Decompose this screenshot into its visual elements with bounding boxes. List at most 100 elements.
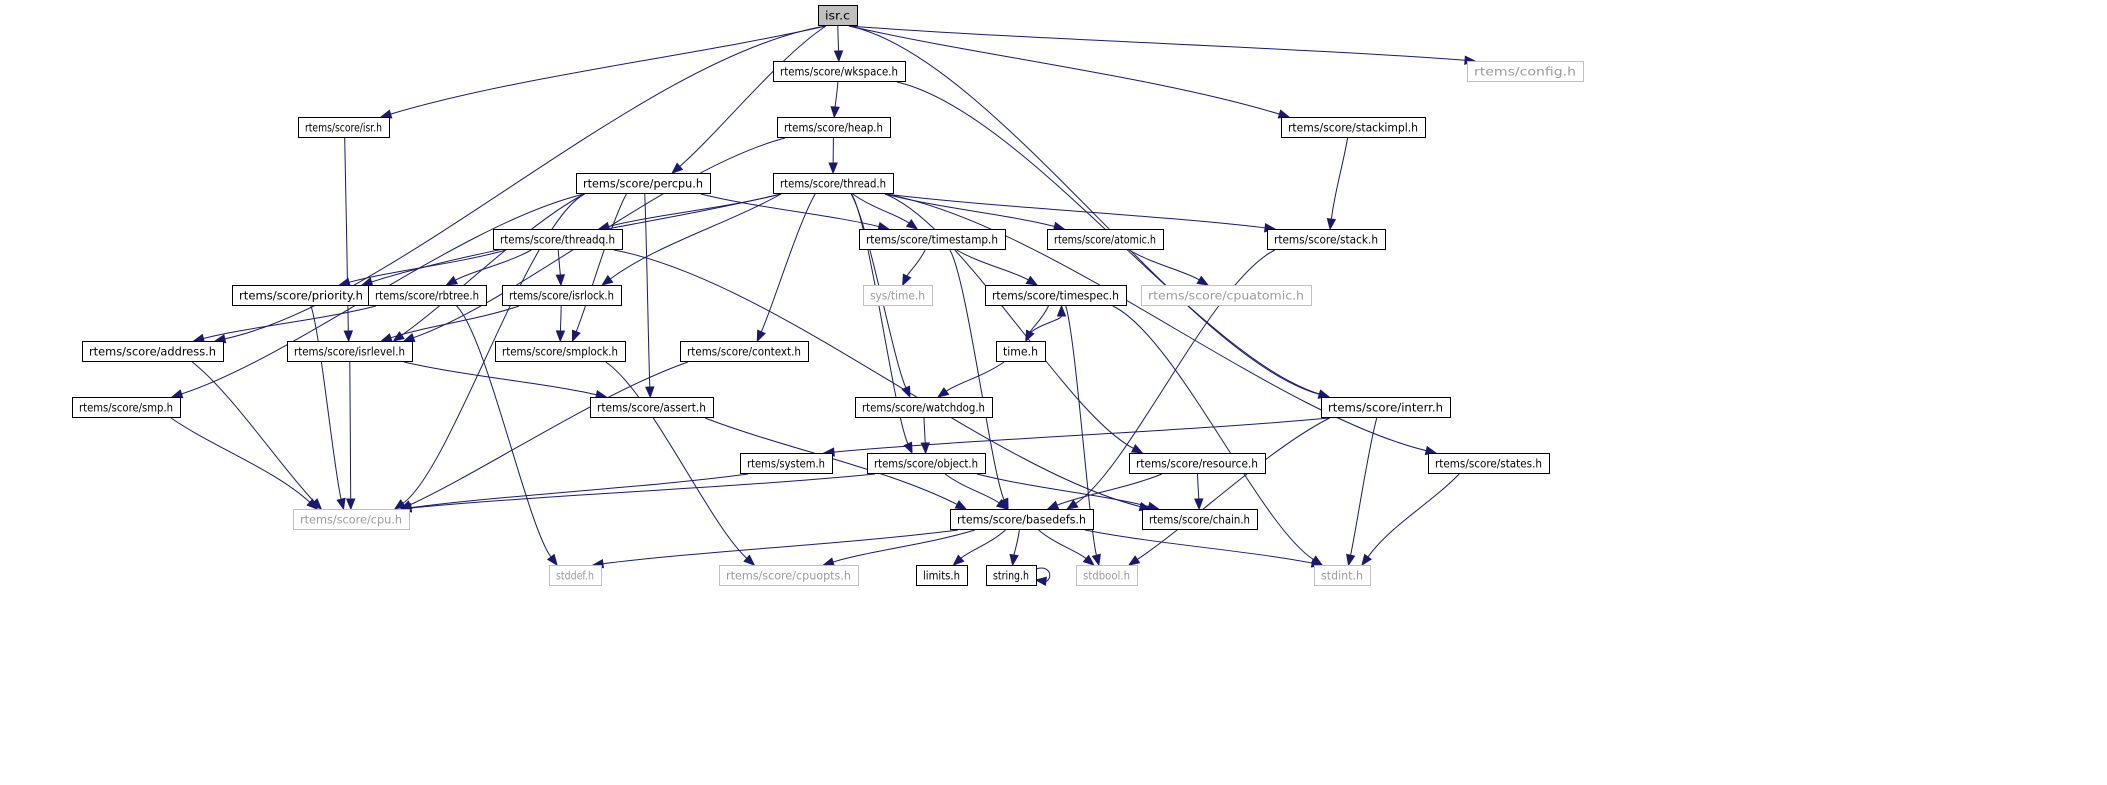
edge-address-to-cpu: [191, 361, 323, 510]
node-box: [1281, 117, 1426, 138]
edges-layer: [170, 25, 1477, 587]
node-cpuatomic[interactable]: rtems/score/cpuatomic.h: [1141, 285, 1312, 306]
node-system[interactable]: rtems/system.h: [740, 453, 833, 474]
node-atomic[interactable]: rtems/score/atomic.h: [1047, 229, 1164, 250]
arrowhead: [445, 275, 459, 286]
node-systime[interactable]: sys/time.h: [863, 285, 933, 306]
node-timespec[interactable]: rtems/score/timespec.h: [985, 285, 1127, 306]
node-basedefs[interactable]: rtems/score/basedefs.h: [950, 509, 1094, 530]
node-interr[interactable]: rtems/score/interr.h: [1321, 397, 1451, 418]
edge-line: [700, 193, 880, 228]
node-box: [1314, 565, 1371, 586]
edge-basedefs-to-stdint: [1084, 529, 1324, 568]
edge-basedefs-to-stdbool: [1038, 529, 1095, 566]
arrowhead: [1046, 500, 1060, 510]
node-box: [855, 397, 993, 418]
arrowhead: [170, 389, 184, 399]
node-string[interactable]: string.h: [986, 565, 1037, 586]
arrowhead: [756, 329, 766, 343]
arrowhead: [743, 554, 756, 566]
edge-line: [906, 249, 926, 277]
node-cpuopts[interactable]: rtems/score/cpuopts.h: [719, 565, 859, 586]
node-isrlevel[interactable]: rtems/score/isrlevel.h: [287, 341, 413, 362]
edge-percpu-to-assert: [644, 193, 655, 399]
node-label: rtems/system.h: [747, 457, 825, 471]
node-stdbool[interactable]: stdbool.h: [1076, 565, 1138, 586]
node-time-h[interactable]: time.h: [996, 341, 1046, 362]
node-wkspace[interactable]: rtems/score/wkspace.h: [773, 61, 906, 82]
edge-isr-c-to-isr-h: [379, 25, 827, 119]
arrowhead: [833, 50, 844, 63]
node-label: rtems/score/watchdog.h: [862, 401, 985, 415]
arrowhead: [1009, 553, 1019, 567]
node-assert[interactable]: rtems/score/assert.h: [590, 397, 714, 418]
node-stackimpl[interactable]: rtems/score/stackimpl.h: [1281, 117, 1426, 138]
edge-basedefs-to-string: [1009, 529, 1020, 567]
node-label: rtems/score/thread.h: [780, 177, 886, 191]
arrowhead: [822, 557, 835, 567]
node-isr-h[interactable]: rtems/score/isr.h: [298, 117, 390, 138]
node-label: rtems/score/interr.h: [1328, 401, 1443, 415]
node-states[interactable]: rtems/score/states.h: [1428, 453, 1550, 474]
node-label: rtems/score/context.h: [687, 345, 801, 359]
edge-line: [455, 249, 532, 281]
node-heap[interactable]: rtems/score/heap.h: [777, 117, 891, 138]
arrowhead: [336, 497, 346, 511]
node-box: [72, 397, 181, 418]
node-threadq[interactable]: rtems/score/threadq.h: [493, 229, 623, 250]
edge-basedefs-to-stddef: [591, 529, 959, 569]
arrowhead: [1025, 329, 1035, 343]
node-chain[interactable]: rtems/score/chain.h: [1142, 509, 1258, 530]
node-stdint[interactable]: stdint.h: [1314, 565, 1371, 586]
edge-line: [559, 305, 562, 332]
node-resource[interactable]: rtems/score/resource.h: [1129, 453, 1266, 474]
node-stddef[interactable]: stddef.h: [549, 565, 602, 586]
node-box: [298, 117, 390, 138]
node-smp[interactable]: rtems/score/smp.h: [72, 397, 181, 418]
arrowhead: [1326, 217, 1337, 231]
nodes-layer: isr.c rtems/score/wkspace.h rtems/config.h…: [72, 5, 1584, 586]
node-box: [1047, 229, 1164, 250]
edge-line: [605, 361, 748, 559]
edge-basedefs-to-cpuopts: [822, 529, 976, 567]
node-config[interactable]: rtems/config.h: [1467, 61, 1584, 82]
arrowhead: [1025, 275, 1039, 286]
edge-line: [401, 193, 585, 336]
edge-threadq-to-isrlock: [555, 249, 566, 287]
edge-line: [348, 249, 507, 283]
node-priority[interactable]: rtems/score/priority.h: [232, 285, 371, 306]
node-label: rtems/score/cpuopts.h: [726, 569, 851, 583]
node-thread[interactable]: rtems/score/thread.h: [773, 173, 894, 194]
edge-line: [949, 249, 1005, 501]
edge-line: [557, 249, 561, 276]
node-watchdog[interactable]: rtems/score/watchdog.h: [855, 397, 993, 418]
node-box: [863, 285, 933, 306]
node-limits[interactable]: limits.h: [916, 565, 968, 586]
node-box: [986, 565, 1037, 586]
edge-isrlevel-to-assert: [403, 361, 608, 400]
node-rbtree[interactable]: rtems/score/rbtree.h: [368, 285, 487, 306]
node-box: [287, 341, 413, 362]
node-address[interactable]: rtems/score/address.h: [82, 341, 224, 362]
node-isr-c[interactable]: isr.c: [818, 5, 858, 26]
node-stack[interactable]: rtems/score/stack.h: [1267, 229, 1386, 250]
node-box: [293, 509, 410, 530]
node-box: [1428, 453, 1550, 474]
node-object[interactable]: rtems/score/object.h: [867, 453, 986, 474]
node-smplock[interactable]: rtems/score/smplock.h: [495, 341, 626, 362]
edge-line: [884, 193, 1266, 229]
edge-basedefs-to-limits: [952, 529, 1006, 566]
node-label: limits.h: [923, 569, 960, 583]
edge-resource-to-chain: [1194, 473, 1204, 511]
edge-line: [848, 25, 1466, 61]
node-percpu[interactable]: rtems/score/percpu.h: [576, 173, 711, 194]
node-label: rtems/score/percpu.h: [583, 177, 703, 191]
node-isrlock[interactable]: rtems/score/isrlock.h: [502, 285, 622, 306]
arrowhead: [1196, 275, 1210, 286]
node-cpu[interactable]: rtems/score/cpu.h: [293, 509, 410, 530]
node-label: rtems/score/stackimpl.h: [1288, 121, 1418, 135]
node-context[interactable]: rtems/score/context.h: [680, 341, 809, 362]
node-timestamp[interactable]: rtems/score/timestamp.h: [859, 229, 1006, 250]
edge-resource-to-basedefs: [1046, 473, 1163, 510]
